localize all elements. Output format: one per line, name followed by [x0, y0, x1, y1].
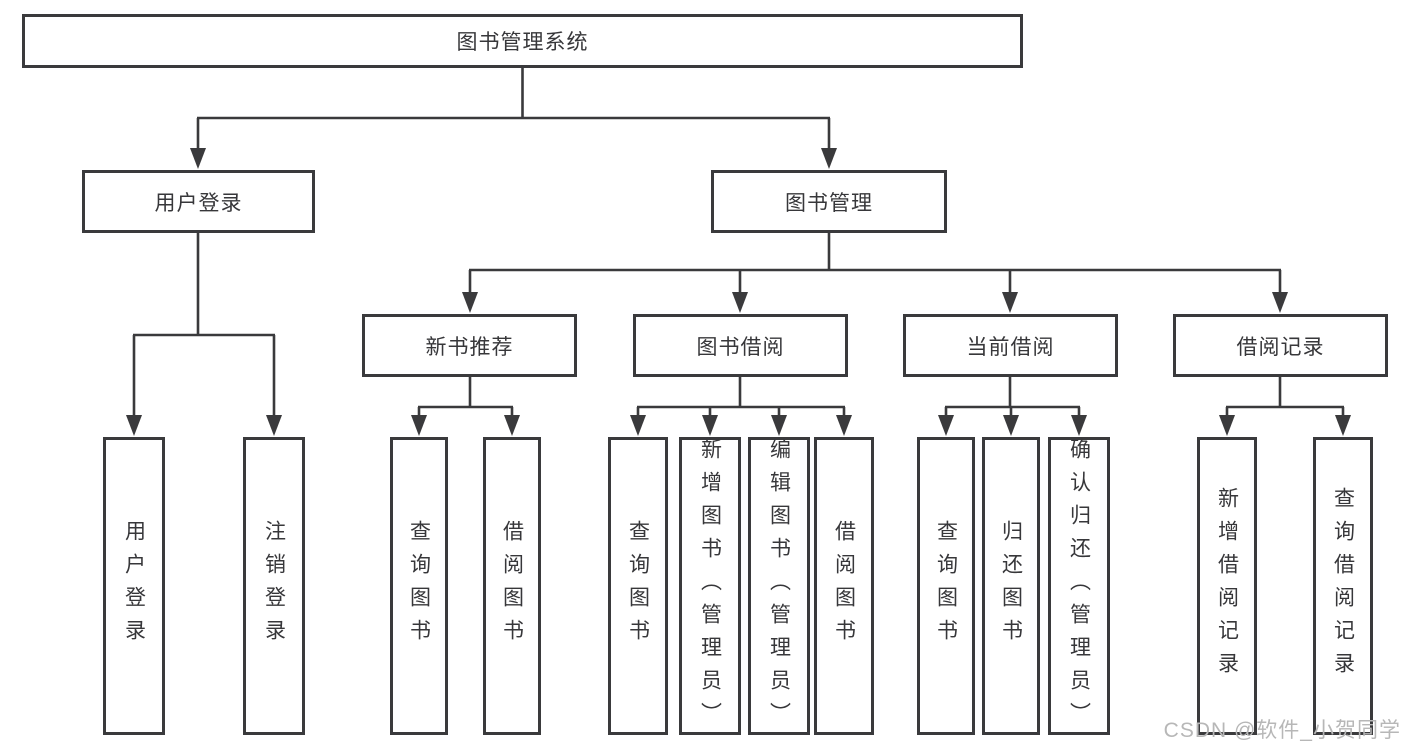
leaf-current-query-books-label: 查询图书 — [934, 520, 958, 652]
leaf-recommend-query-books-label: 查询图书 — [407, 520, 431, 652]
node-current-borrow: 当前借阅 — [903, 314, 1118, 377]
leaf-recommend-borrow-books: 借阅图书 — [483, 437, 541, 735]
node-new-book-recommend-label: 新书推荐 — [425, 335, 514, 359]
watermark: CSDN @软件_小贺同学 — [1163, 719, 1401, 742]
leaf-borrow-query-books: 查询图书 — [608, 437, 668, 735]
leaf-current-return-books-label: 归还图书 — [999, 520, 1023, 652]
leaf-current-confirm-return-label: 确认归还（管理员） — [1067, 437, 1091, 735]
leaf-logout: 注销登录 — [243, 437, 305, 735]
leaf-recommend-borrow-books-label: 借阅图书 — [500, 520, 524, 652]
node-new-book-recommend: 新书推荐 — [362, 314, 577, 377]
leaf-record-add-label: 新增借阅记录 — [1215, 487, 1239, 685]
node-book-borrow-label: 图书借阅 — [696, 335, 785, 359]
leaf-user-login-label: 用户登录 — [122, 520, 146, 652]
leaf-record-query-label: 查询借阅记录 — [1331, 487, 1355, 685]
node-user-login: 用户登录 — [82, 170, 315, 233]
leaf-recommend-query-books: 查询图书 — [390, 437, 448, 735]
node-borrow-record-label: 借阅记录 — [1236, 335, 1325, 359]
leaf-borrow-borrow-books: 借阅图书 — [814, 437, 874, 735]
leaf-borrow-borrow-books-label: 借阅图书 — [832, 520, 856, 652]
leaf-record-add: 新增借阅记录 — [1197, 437, 1257, 735]
node-book-management: 图书管理 — [711, 170, 947, 233]
node-borrow-record: 借阅记录 — [1173, 314, 1388, 377]
leaf-user-login: 用户登录 — [103, 437, 165, 735]
leaf-borrow-add-books-label: 新增图书（管理员） — [698, 437, 722, 735]
leaf-current-return-books: 归还图书 — [982, 437, 1040, 735]
node-book-management-label: 图书管理 — [785, 191, 873, 215]
node-book-borrow: 图书借阅 — [633, 314, 848, 377]
leaf-borrow-query-books-label: 查询图书 — [626, 520, 650, 652]
node-user-login-label: 用户登录 — [154, 191, 243, 215]
leaf-logout-label: 注销登录 — [262, 520, 286, 652]
leaf-current-confirm-return: 确认归还（管理员） — [1048, 437, 1110, 735]
leaf-current-query-books: 查询图书 — [917, 437, 975, 735]
node-current-borrow-label: 当前借阅 — [966, 335, 1055, 359]
leaf-borrow-edit-books: 编辑图书（管理员） — [748, 437, 810, 735]
leaf-record-query: 查询借阅记录 — [1313, 437, 1373, 735]
leaf-borrow-edit-books-label: 编辑图书（管理员） — [767, 437, 791, 735]
node-root-label: 图书管理系统 — [456, 31, 589, 54]
node-root-system: 图书管理系统 — [22, 14, 1023, 68]
leaf-borrow-add-books: 新增图书（管理员） — [679, 437, 741, 735]
